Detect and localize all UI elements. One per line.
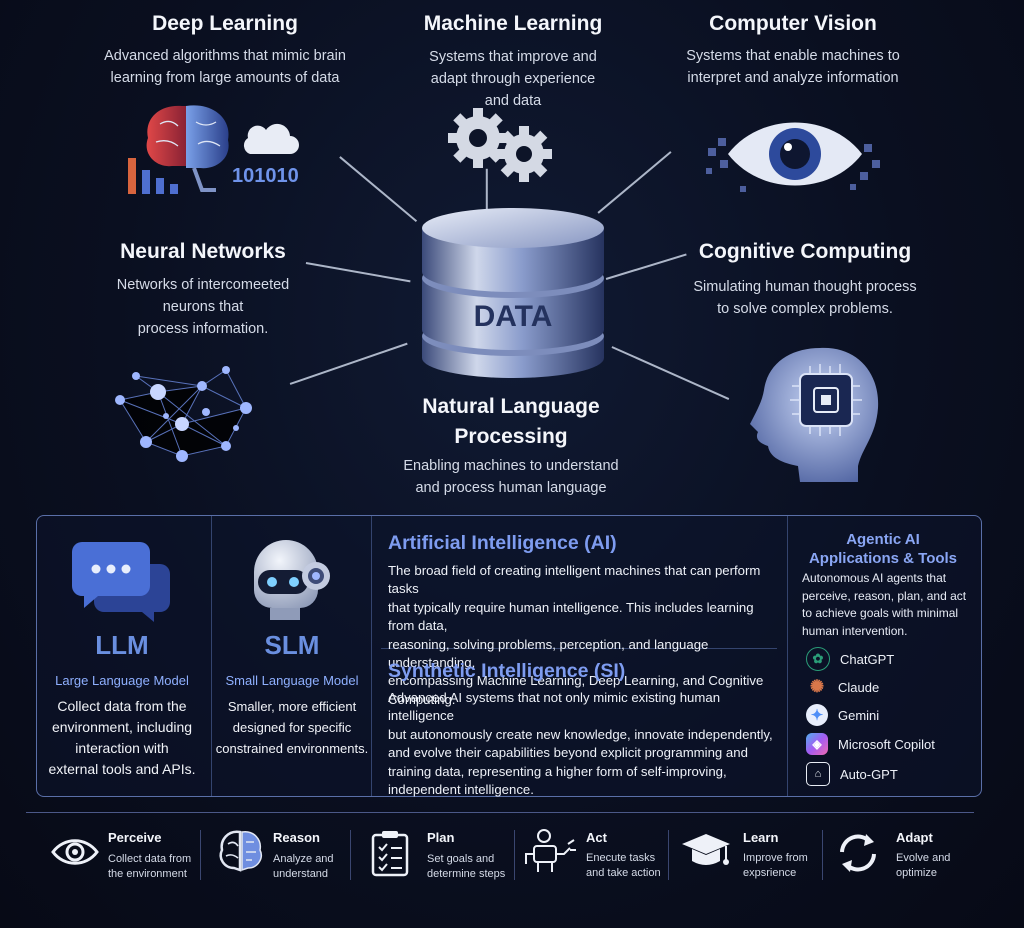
step-adapt-title: Adapt (896, 830, 933, 845)
ai-head-icon (750, 347, 879, 482)
binary-text: 101010 (232, 165, 299, 187)
neural-networks-title: Neural Networks (120, 240, 286, 263)
deep-learning-icon: 101010 (128, 105, 299, 194)
tool-label: Gemini (838, 707, 880, 723)
step-divider (822, 830, 823, 880)
llm-title: LLM (95, 630, 149, 660)
llm-subtitle: Large Language Model (55, 673, 189, 688)
ai-section-body: The broad field of creating intelligent … (388, 563, 764, 707)
step-learn-title: Learn (743, 830, 779, 845)
step-divider (514, 830, 515, 880)
tool-item-gemini[interactable]: ✦ Gemini (806, 703, 879, 727)
step-plan-title: Plan (427, 830, 455, 845)
deep-learning-title: Deep Learning (152, 12, 298, 35)
machine-learning-title: Machine Learning (423, 12, 603, 35)
copilot-icon: ◈ (806, 733, 828, 755)
tool-item-chatgpt[interactable]: ✿ ChatGPT (806, 647, 894, 671)
step-divider (200, 830, 201, 880)
tool-item-copilot[interactable]: ◈ Microsoft Copilot (806, 732, 935, 756)
step-reason-title: Reason (273, 830, 320, 845)
eye-vision-icon (706, 122, 880, 192)
tool-label: Microsoft Copilot (838, 736, 935, 752)
step-divider (668, 830, 669, 880)
step-divider (350, 830, 351, 880)
gemini-icon: ✦ (806, 704, 828, 726)
connector-line (339, 156, 418, 222)
chat-bubbles-icon (72, 542, 170, 622)
slm-title: SLM (264, 630, 320, 660)
panel-divider (211, 516, 212, 796)
tool-label: Claude (838, 679, 880, 695)
step-act-title: Act (586, 830, 607, 845)
si-section-body: Advanced AI systems that not only mimic … (388, 690, 773, 798)
tool-label: ChatGPT (840, 651, 895, 667)
brain-icon (219, 830, 262, 872)
tool-item-autogpt[interactable]: ⌂ Auto-GPT (806, 762, 898, 786)
si-section-title: Synthetic Intelligence (SI) (388, 660, 626, 682)
checklist-icon (371, 831, 409, 877)
robot-head-icon (254, 540, 330, 620)
robot-arm-icon (525, 829, 576, 872)
claude-icon: ✺ (809, 677, 825, 696)
data-cylinder: DATA (422, 208, 604, 378)
step-perceive-title: Perceive (108, 830, 162, 845)
ai-section-title: Artificial Intelligence (AI) (388, 532, 617, 554)
panel-divider (371, 516, 372, 796)
computer-vision-title: Computer Vision (709, 12, 877, 35)
slm-subtitle: Small Language Model (225, 673, 359, 688)
cognitive-computing-title: Cognitive Computing (698, 240, 912, 263)
footer-divider (26, 812, 974, 813)
data-label: DATA (474, 300, 553, 333)
cycle-arrows-icon (840, 834, 876, 872)
eye-icon (51, 839, 99, 865)
connector-line (289, 342, 408, 385)
chatgpt-icon: ✿ (806, 647, 830, 671)
tool-label: Auto-GPT (840, 766, 898, 782)
panel-divider (787, 516, 788, 796)
tool-item-claude[interactable]: ✺ Claude (806, 675, 879, 699)
gears-icon (448, 108, 552, 182)
neural-network-icon (115, 366, 252, 462)
panel-divider (381, 648, 777, 649)
autogpt-icon: ⌂ (806, 762, 830, 786)
graduation-cap-icon (682, 834, 730, 865)
